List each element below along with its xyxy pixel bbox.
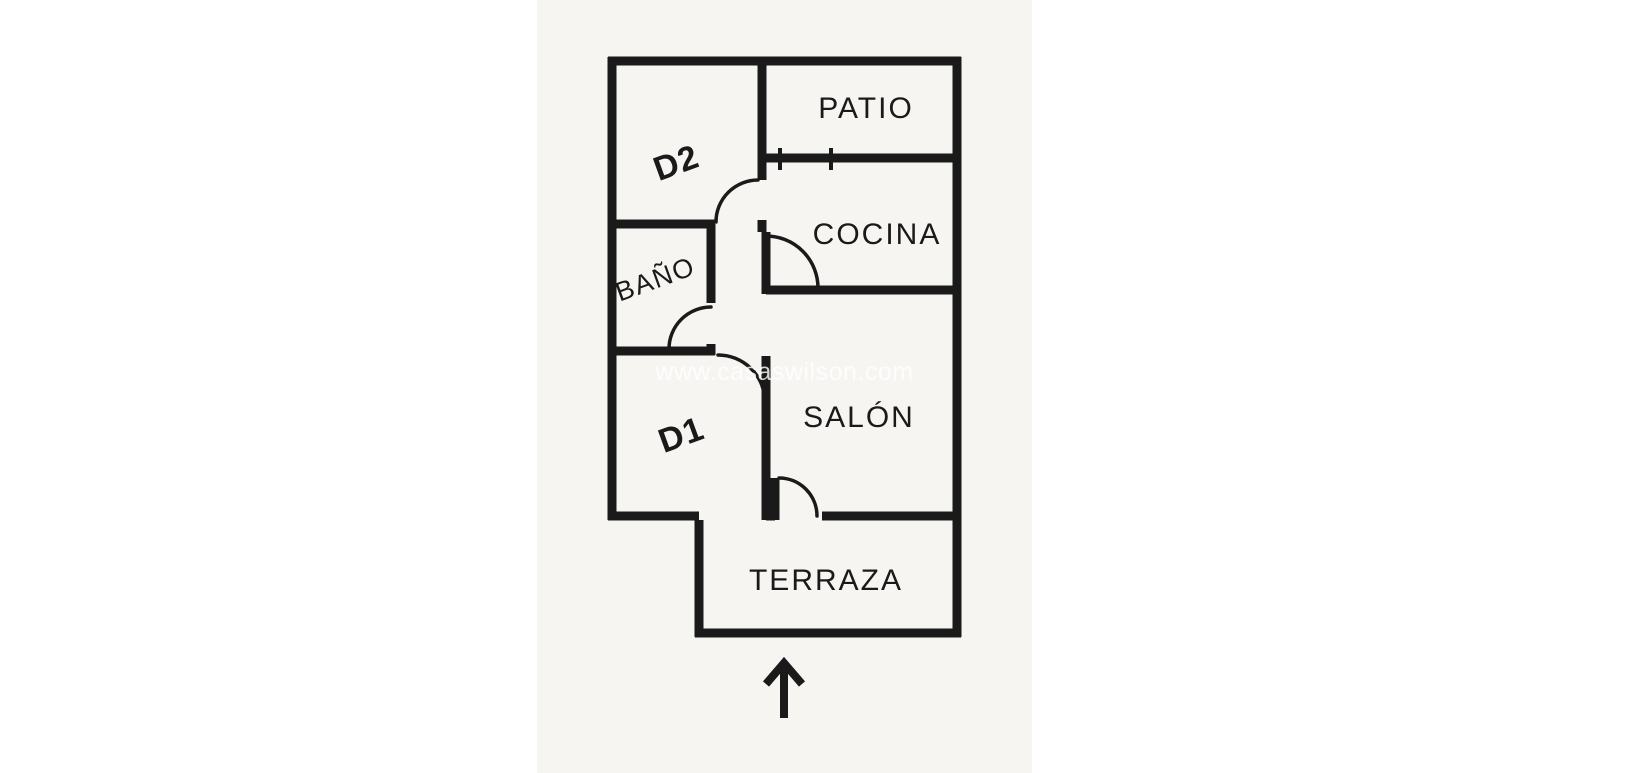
door-arc-bano xyxy=(667,305,713,351)
door-arc-d2 xyxy=(714,178,760,224)
room-label-cocina: COCINA xyxy=(813,218,942,251)
room-label-terraza: TERRAZA xyxy=(749,564,903,597)
door-arc-cocina xyxy=(764,234,820,290)
room-label-salon: SALÓN xyxy=(803,401,915,434)
room-label-bano: BAÑO xyxy=(611,250,699,307)
door-arc-d1 xyxy=(716,353,767,404)
plan-canvas xyxy=(537,0,1032,773)
door-arc-salon-terraza xyxy=(777,476,819,518)
door-arcs-group xyxy=(667,178,820,518)
room-label-d1: D1 xyxy=(653,409,709,460)
room-label-patio: PATIO xyxy=(818,92,914,125)
room-label-d2: D2 xyxy=(648,137,704,188)
walls-group xyxy=(607,56,962,638)
entrance-direction-arrow xyxy=(762,656,806,718)
room-labels-group: D2 PATIO BAÑO COCINA D1 SALÓN TERRAZA xyxy=(611,92,942,597)
